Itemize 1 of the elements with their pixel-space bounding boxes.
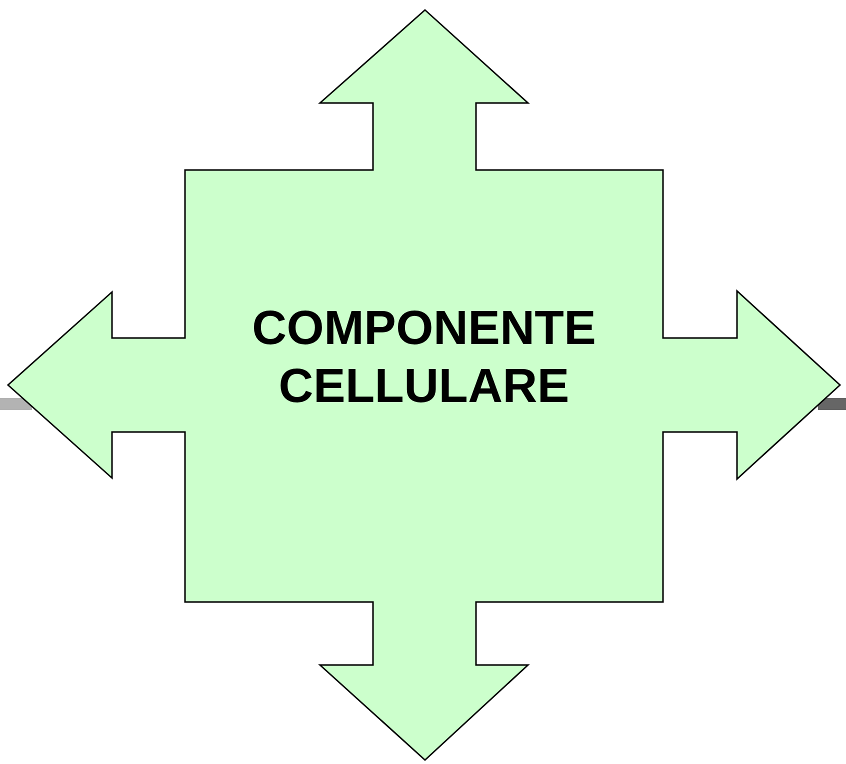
shape-label: COMPONENTE CELLULARE [250, 301, 597, 415]
